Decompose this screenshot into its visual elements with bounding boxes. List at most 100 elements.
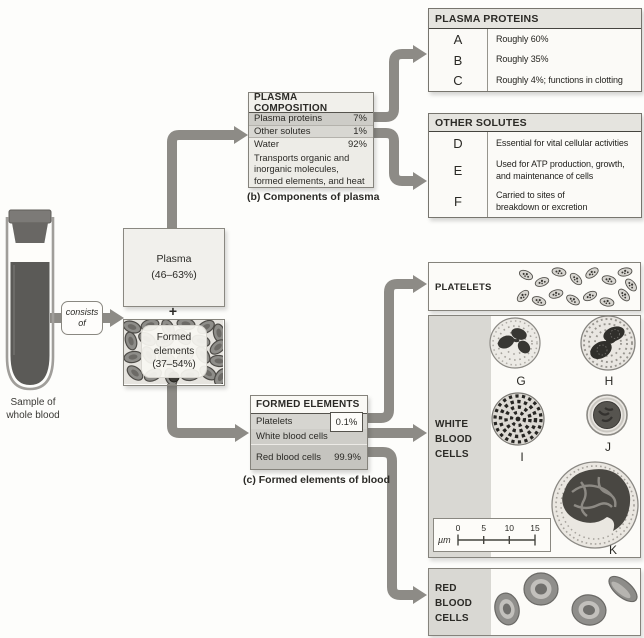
cell-label-K: K xyxy=(608,543,617,557)
glass-outline xyxy=(5,217,55,391)
plasma-composition-title: PLASMA COMPOSITION xyxy=(249,92,373,114)
formed-elements-box: FORMED ELEMENTS Platelets White blood ce… xyxy=(250,395,368,470)
arrow-to-rbc-panel xyxy=(367,447,413,600)
scale-tick-0: 0 xyxy=(456,523,461,533)
row-desc: Roughly 35% xyxy=(496,54,549,65)
arrowhead xyxy=(235,424,249,442)
row-value: 92% xyxy=(347,138,367,150)
wbc-label-strip xyxy=(429,316,491,557)
wbc-panel: WHITE BLOOD CELLS xyxy=(428,315,641,558)
wbc-panel-label: WHITE BLOOD CELLS xyxy=(435,419,473,460)
rbc-panel-label: RED BLOOD CELLS xyxy=(435,583,473,624)
plasma-composition-row: Water 92% xyxy=(249,138,373,151)
cell-label-G: G xyxy=(516,374,526,388)
row-desc: Used for ATP production, growth, and mai… xyxy=(496,159,625,181)
platelets-panel: PLATELETS xyxy=(428,262,641,311)
plasma-box-name: Plasma xyxy=(156,253,192,266)
row-value: 99.9% xyxy=(334,451,361,463)
formed-elements-label: Formed elements (37–54%) xyxy=(141,325,207,378)
platelet-cells xyxy=(514,265,639,308)
plasma-proteins-table: PLASMA PROTEINS A Roughly 60% B Roughly … xyxy=(428,8,642,92)
scale-tick-10: 10 xyxy=(505,523,515,533)
formed-elements-image-box: Formed elements (37–54%) xyxy=(123,319,225,386)
row-value: 1% xyxy=(353,126,367,137)
arrowhead xyxy=(234,126,248,144)
cell-label-I: I xyxy=(520,450,524,464)
plasma-proteins-title: PLASMA PROTEINS xyxy=(429,9,641,29)
arrowhead xyxy=(413,275,427,293)
tube-stopper xyxy=(8,209,52,224)
rbc-panel: RED BLOOD CELLS xyxy=(428,568,641,636)
row-key: B xyxy=(453,52,463,68)
table-row: C Roughly 4%; functions in clotting xyxy=(429,70,641,91)
rbc-2 xyxy=(523,572,559,606)
plasma-composition-row: Plasma proteins 7% xyxy=(249,113,373,126)
sample-label-line1: Sample of xyxy=(10,397,56,408)
caption-components-of-plasma: (b) Components of plasma xyxy=(247,191,380,203)
formed-label-line2: elements xyxy=(153,345,195,357)
arrow-to-plasma-proteins xyxy=(372,49,413,122)
sample-label: Sample of whole blood xyxy=(0,397,66,422)
plasma-composition-note: Transports organic and inorganic molecul… xyxy=(249,150,373,187)
plasma-composition-row: Other solutes 1% xyxy=(249,125,373,139)
plasma-box: Plasma (46–63%) xyxy=(123,228,225,307)
row-key: A xyxy=(453,31,463,47)
rbc-1 xyxy=(494,592,520,626)
row-key: D xyxy=(453,136,463,151)
plasma-box-range: (46–63%) xyxy=(151,268,197,281)
table-row: B Roughly 35% xyxy=(429,50,641,71)
micrometer-scale-bar: µm 0 5 10 15 xyxy=(433,518,551,552)
formed-label-line1: Formed xyxy=(156,332,192,344)
row-label: Water xyxy=(254,138,279,150)
rbc-4-side-view xyxy=(608,575,638,603)
sample-label-line2: whole blood xyxy=(6,409,60,421)
combined-percentage-box: 0.1% xyxy=(330,412,363,432)
table-row: F Carried to sites of breakdown or excre… xyxy=(429,186,641,217)
cell-label-H: H xyxy=(604,374,614,388)
column-divider xyxy=(487,29,488,91)
cell-G xyxy=(489,317,541,369)
scale-unit: µm xyxy=(438,535,451,545)
other-solutes-body: D Essential for vital cellular activitie… xyxy=(429,132,641,217)
row-desc: Essential for vital cellular activities xyxy=(496,137,629,148)
cell-H xyxy=(580,316,636,371)
table-row: D Essential for vital cellular activitie… xyxy=(429,132,641,155)
arrow-formed-to-table xyxy=(167,384,235,438)
plasma-composition-box: PLASMA COMPOSITION Plasma proteins 7% Ot… xyxy=(248,92,374,188)
formed-elements-row-wbc: White blood cells xyxy=(251,429,367,445)
cell-K xyxy=(551,461,639,549)
arrow-plasma-to-composition xyxy=(167,130,234,232)
formed-elements-title: FORMED ELEMENTS xyxy=(251,396,367,414)
table-row: A Roughly 60% xyxy=(429,29,641,50)
rbc-3 xyxy=(571,594,607,626)
blood-column xyxy=(10,245,50,385)
cell-label-J: J xyxy=(605,440,611,454)
arrowhead xyxy=(413,45,427,63)
row-label: Red blood cells xyxy=(256,451,321,463)
table-row: E Used for ATP production, growth, and m… xyxy=(429,155,641,186)
other-solutes-title: OTHER SOLUTES xyxy=(429,114,641,132)
arrowhead xyxy=(110,309,124,327)
tube-label-band xyxy=(10,243,50,262)
plasma-proteins-body: A Roughly 60% B Roughly 35% C Roughly 4%… xyxy=(429,29,641,91)
red-blood-cell-drawings xyxy=(494,572,638,626)
rbc-label-strip xyxy=(429,569,491,635)
row-desc: Roughly 60% xyxy=(496,33,549,44)
consists-of-label: consists of xyxy=(61,301,103,335)
arrowhead xyxy=(413,424,427,442)
tube-stopper-inner xyxy=(12,223,48,245)
row-desc: Roughly 4%; functions in clotting xyxy=(496,75,623,86)
row-desc: Carried to sites of breakdown or excreti… xyxy=(496,190,588,212)
row-label: Plasma proteins xyxy=(254,113,323,125)
scale-tick-5: 5 xyxy=(481,523,486,533)
row-value: 7% xyxy=(353,113,367,125)
row-key: E xyxy=(453,163,463,178)
cell-I xyxy=(491,392,545,446)
test-tube-illustration xyxy=(5,209,55,391)
arrowhead xyxy=(413,172,427,190)
other-solutes-table: OTHER SOLUTES D Essential for vital cell… xyxy=(428,113,642,218)
column-divider xyxy=(487,132,488,217)
plus-sign: + xyxy=(168,303,178,319)
row-key: C xyxy=(453,73,463,89)
